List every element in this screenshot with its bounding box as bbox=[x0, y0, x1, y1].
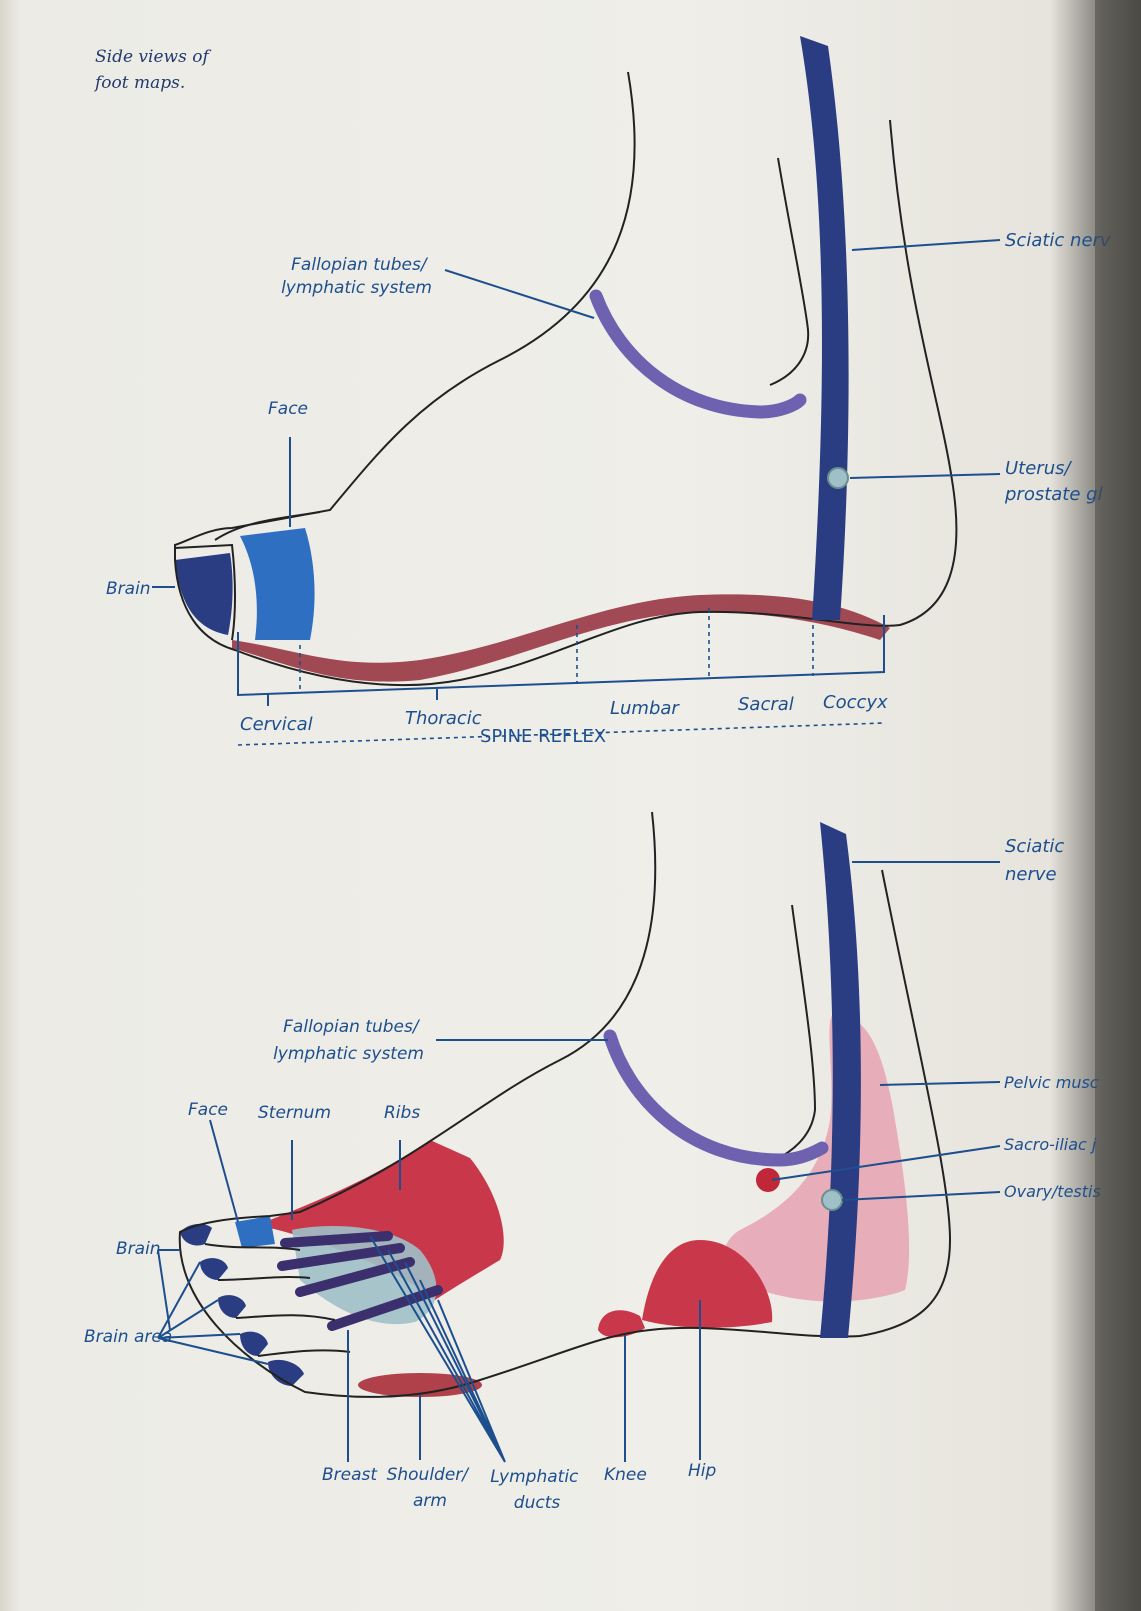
brain-reflex-tip bbox=[175, 553, 233, 635]
bottom-fallopian-arc bbox=[610, 1036, 822, 1160]
face-leader-bottom bbox=[210, 1120, 238, 1222]
bottom-ankle-contour bbox=[775, 905, 815, 1160]
breast-label: Breast bbox=[322, 1465, 378, 1485]
sternum-label: Sternum bbox=[258, 1103, 331, 1123]
sciatic-label-bottom: Sciatic nerve bbox=[1005, 836, 1070, 885]
fallopian-label-top: Fallopian tubes/ lymphatic system bbox=[281, 255, 432, 298]
uterus-leader-top bbox=[850, 474, 1000, 478]
figure-caption: Side views of foot maps. bbox=[93, 47, 214, 93]
ovary-marker bbox=[822, 1190, 842, 1210]
top-ankle-contour bbox=[770, 158, 808, 385]
knee-label: Knee bbox=[604, 1465, 647, 1485]
book-gutter-shadow bbox=[1095, 0, 1141, 1611]
sacroiliac-label: Sacro-iliac j bbox=[1004, 1135, 1097, 1154]
brain-toe-tip bbox=[200, 1258, 228, 1280]
hip-label: Hip bbox=[688, 1461, 717, 1481]
sciatic-leader-top bbox=[852, 240, 1000, 250]
fallopian-leader-top bbox=[445, 270, 594, 318]
fallopian-label-bottom: Fallopian tubes/ lymphatic system bbox=[273, 1017, 424, 1064]
face-reflex-band-bottom bbox=[235, 1216, 275, 1248]
pelvic-leader bbox=[880, 1082, 1000, 1085]
spine-label-sacral: Sacral bbox=[738, 694, 794, 715]
spine-label-lumbar: Lumbar bbox=[610, 698, 680, 719]
spine-reflex-band bbox=[232, 594, 890, 681]
face-label-top: Face bbox=[268, 399, 308, 419]
ovary-label: Ovary/testis bbox=[1004, 1182, 1101, 1201]
spine-label-thoracic: Thoracic bbox=[405, 708, 482, 729]
knee-zone bbox=[598, 1310, 645, 1337]
brain-toe-tip bbox=[218, 1295, 246, 1318]
uterus-label-top: Uterus/ prostate gl bbox=[1004, 458, 1103, 505]
ribs-label: Ribs bbox=[384, 1103, 420, 1123]
lymphatic-label: Lymphatic ducts bbox=[490, 1467, 584, 1513]
caption-line-2: foot maps. bbox=[93, 73, 185, 93]
top-foot-map: Sciatic nerv Fallopian tubes/ lymphatic … bbox=[106, 36, 1111, 747]
brain-label-top: Brain bbox=[106, 579, 151, 599]
face-label-bottom: Face bbox=[188, 1100, 228, 1120]
brain-area-label: Brain area bbox=[84, 1327, 172, 1347]
spine-label-coccyx: Coccyx bbox=[823, 692, 888, 713]
bottom-foot-map: Sciatic nerve Fallopian tubes/ lymphatic… bbox=[84, 812, 1101, 1513]
top-uterus-marker bbox=[828, 468, 848, 488]
pelvic-label: Pelvic musc bbox=[1004, 1073, 1099, 1092]
brain-toe-tip bbox=[180, 1224, 212, 1246]
caption-line-1: Side views of bbox=[95, 47, 211, 67]
spine-label-cervical: Cervical bbox=[240, 714, 313, 735]
shoulder-label: Shoulder/ arm bbox=[387, 1465, 474, 1511]
face-reflex-band bbox=[240, 528, 315, 640]
spine-reflex-title: SPINE REFLEX bbox=[480, 726, 606, 747]
top-fallopian-arc bbox=[596, 296, 800, 412]
brain-label-bottom: Brain bbox=[116, 1239, 161, 1259]
